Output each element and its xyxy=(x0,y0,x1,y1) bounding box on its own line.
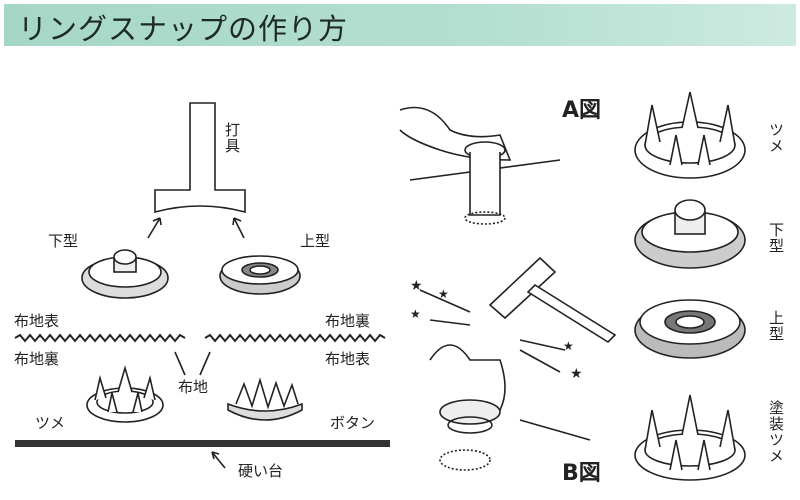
figure-a-illustration xyxy=(399,106,561,225)
arrow-icon xyxy=(211,451,226,469)
arrow-icon xyxy=(147,217,162,239)
base-label: 硬い台 xyxy=(238,462,284,480)
lower-die-stud xyxy=(81,249,169,299)
svg-text:★: ★ xyxy=(563,339,574,353)
button-cap xyxy=(227,377,303,421)
part-label-stud: 下型 xyxy=(767,222,785,254)
upper-die-label: 上型 xyxy=(300,232,331,250)
fabric-label: 布地 xyxy=(178,378,209,396)
fabric-back-left-label: 布地裏 xyxy=(14,350,60,368)
hard-base xyxy=(15,440,390,447)
figure-b-label: B図 xyxy=(562,461,601,486)
prong-ring xyxy=(86,365,164,423)
svg-text:★: ★ xyxy=(410,278,423,294)
page-title: リングスナップの作り方 xyxy=(18,12,349,46)
fabric-left xyxy=(14,333,186,343)
tool-label: 打具 xyxy=(223,122,241,154)
svg-text:★: ★ xyxy=(438,287,449,301)
figure-b-illustration: ★ ★ ★ ★ ★ xyxy=(410,256,617,471)
part-painted-prong xyxy=(634,394,746,481)
fabric-back-right-label: 布地裏 xyxy=(325,312,371,330)
part-stud xyxy=(634,199,746,269)
part-label-prong: ツメ xyxy=(767,122,785,154)
prong-label: ツメ xyxy=(35,414,66,432)
fabric-front-left-label: 布地表 xyxy=(14,312,60,330)
lower-die-label: 下型 xyxy=(48,232,79,250)
arrow-icon xyxy=(232,217,245,239)
svg-text:★: ★ xyxy=(410,307,421,321)
part-socket xyxy=(634,299,746,359)
button-label: ボタン xyxy=(330,414,376,432)
part-label-painted-prong: 塗装ツメ xyxy=(767,400,785,464)
part-prong xyxy=(634,91,746,179)
figure-a-label: A図 xyxy=(562,98,602,123)
setting-tool xyxy=(154,102,246,214)
upper-die-socket xyxy=(219,255,301,295)
fabric-front-right-label: 布地表 xyxy=(325,350,371,368)
fabric-right xyxy=(204,333,386,343)
part-label-socket: 上型 xyxy=(767,310,785,342)
svg-text:★: ★ xyxy=(570,366,583,382)
title-banner: リングスナップの作り方 xyxy=(4,4,796,46)
